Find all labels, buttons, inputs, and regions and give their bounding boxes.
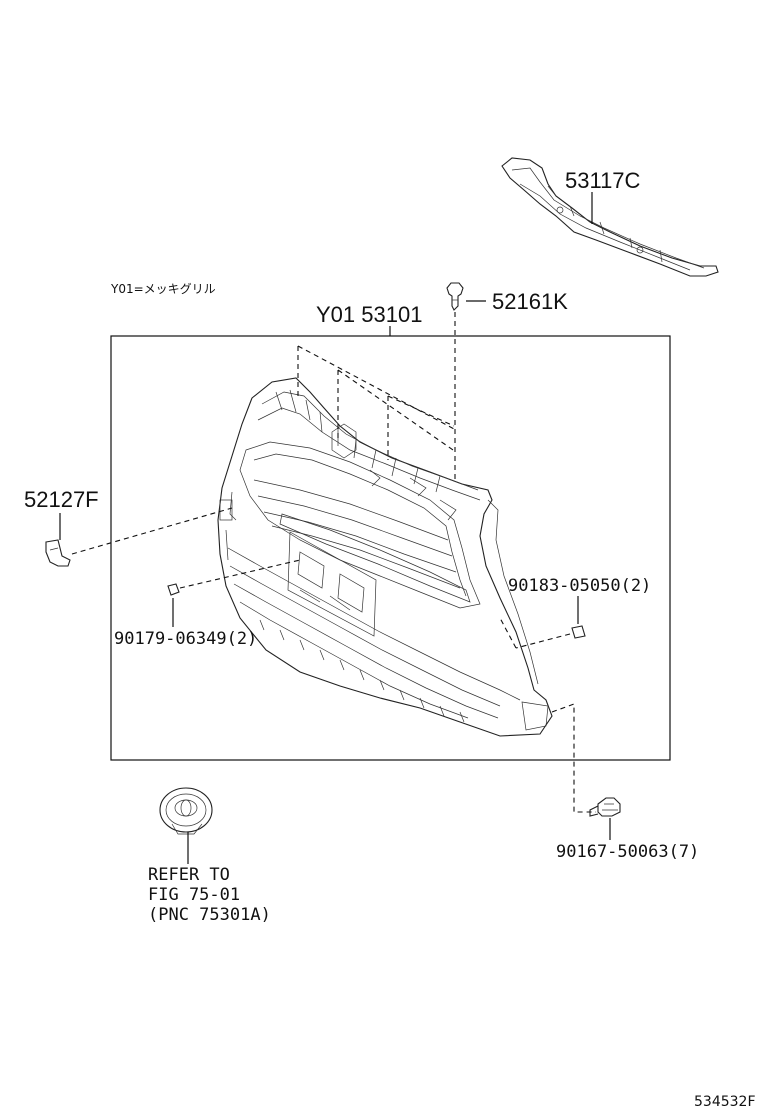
refer-line-2: FIG 75-01 bbox=[148, 885, 240, 905]
refer-line-1: REFER TO bbox=[148, 865, 230, 885]
dash-top-3 bbox=[387, 395, 455, 460]
dash-52127F bbox=[71, 507, 233, 555]
grade-note: Y01=メッキグリル bbox=[110, 282, 216, 296]
assembly-frame bbox=[110, 335, 671, 761]
grille-assembly-part bbox=[217, 377, 553, 737]
top-clip-part bbox=[446, 282, 464, 311]
label-52127F: 52127F bbox=[24, 487, 99, 512]
dash-90167 bbox=[551, 703, 596, 813]
nut-left-part bbox=[167, 583, 180, 596]
upper-retainer-part bbox=[501, 157, 719, 277]
label-53117C: 53117C bbox=[565, 168, 641, 193]
screw-part bbox=[589, 797, 621, 817]
nut-right-part bbox=[571, 625, 586, 639]
label-90183: 90183-05050(2) bbox=[508, 576, 651, 596]
label-90179: 90179-06349(2) bbox=[114, 629, 257, 649]
refer-line-3: (PNC 75301A) bbox=[148, 905, 271, 925]
dash-top-1 bbox=[297, 345, 457, 431]
label-90167: 90167-50063(7) bbox=[556, 842, 699, 862]
label-53101: Y01 53101 bbox=[316, 302, 422, 327]
dash-90179 bbox=[179, 559, 301, 589]
dash-90183 bbox=[499, 617, 571, 649]
label-52161K: 52161K bbox=[492, 289, 568, 314]
side-clip-part bbox=[45, 539, 71, 567]
emblem-part bbox=[159, 787, 213, 835]
illustration-id: 534532F bbox=[694, 1094, 756, 1110]
dash-top-2 bbox=[337, 369, 457, 453]
